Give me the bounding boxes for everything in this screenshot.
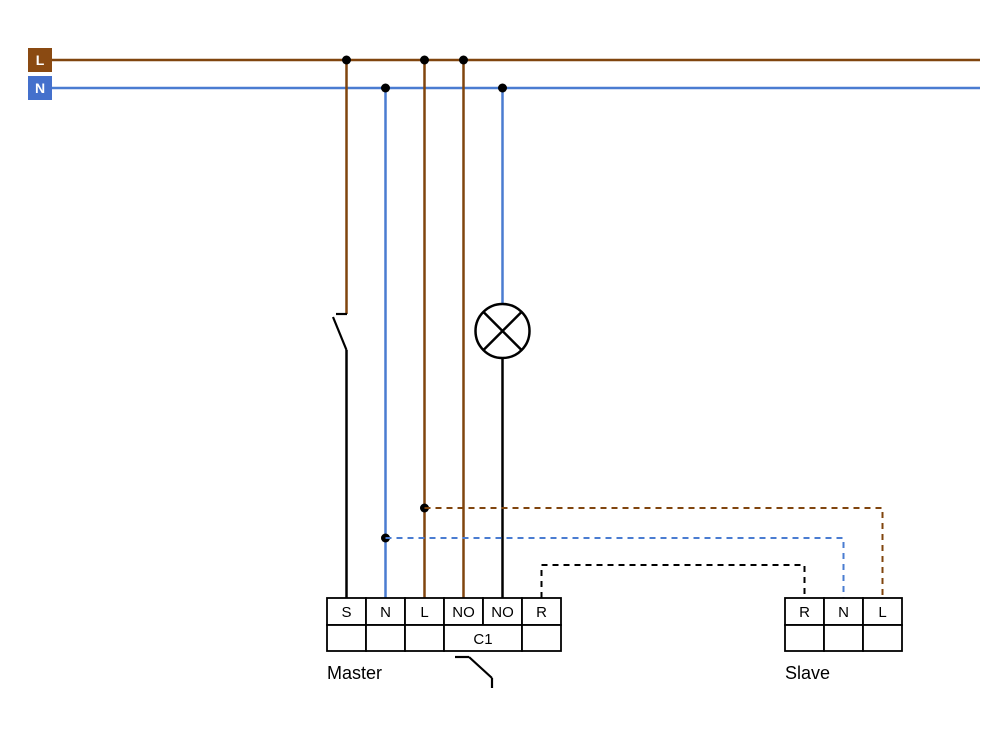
- lamp-symbol: [474, 302, 531, 360]
- power-bus: L N: [28, 48, 980, 100]
- terminal-cell: [784, 624, 825, 652]
- terminal-cell: [326, 597, 367, 626]
- terminal-cell: [862, 624, 903, 652]
- junction-dot: [498, 83, 507, 93]
- master-to-slave-n-wire: [385, 537, 845, 598]
- switch-symbol: [331, 312, 348, 351]
- relay-contact-symbol: [455, 655, 494, 688]
- terminal-cell: [521, 624, 562, 652]
- switch-blade: [331, 316, 348, 351]
- terminal-cell: [862, 597, 903, 626]
- terminal-label: N: [838, 604, 849, 621]
- l-bus-label-box: [28, 48, 52, 72]
- n-bus-label: N: [35, 80, 45, 96]
- terminal-label: R: [536, 604, 547, 621]
- junction-dot: [459, 55, 468, 65]
- terminal-cell: [404, 624, 445, 652]
- terminal-cell: [823, 624, 864, 652]
- master-to-slave-r-wire: [540, 564, 806, 598]
- terminal-label: NO: [491, 604, 514, 621]
- interconnect-wires: [385, 507, 884, 598]
- master-to-slave-l-wire: [424, 507, 884, 598]
- channel-label: C1: [473, 631, 492, 648]
- terminal-label: S: [341, 604, 351, 621]
- slave-label: Slave: [785, 663, 830, 683]
- channel-cell: [443, 624, 523, 652]
- terminal-cell: [482, 597, 523, 626]
- terminal-label: L: [878, 604, 886, 621]
- n-bus-label-box: [28, 76, 52, 100]
- slave-terminal-block: R N L Slave: [784, 597, 903, 683]
- master-terminal-block: S N L NO NO R C1 Master: [326, 597, 562, 688]
- terminal-label: NO: [452, 604, 475, 621]
- l-bus-label: L: [36, 52, 45, 68]
- terminal-cell: [326, 624, 367, 652]
- terminal-cell: [404, 597, 445, 626]
- terminal-label: L: [420, 604, 428, 621]
- terminal-label: N: [380, 604, 391, 621]
- terminal-cell: [365, 624, 406, 652]
- junction-dot: [420, 55, 429, 65]
- lamp-cross-2: [482, 311, 523, 351]
- junction-dot: [342, 55, 351, 65]
- relay-contact-blade: [468, 656, 493, 679]
- master-label: Master: [327, 663, 382, 683]
- terminal-cell: [823, 597, 864, 626]
- terminal-label: R: [799, 604, 810, 621]
- junction-dot: [381, 83, 390, 93]
